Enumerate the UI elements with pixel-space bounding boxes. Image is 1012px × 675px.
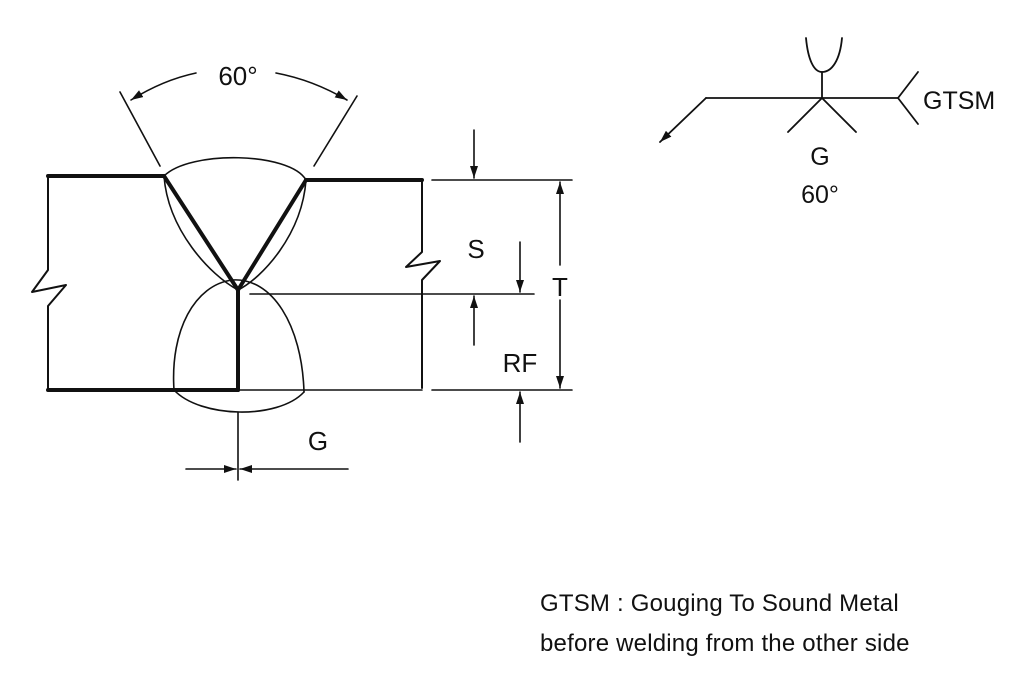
back-weld-gouge-profile [172,279,305,393]
dimension-t-label: T [552,272,568,302]
weld-cross-section [31,72,573,481]
gouge-contour-symbol [805,37,843,73]
welding-symbol [659,37,919,143]
symbol-tail [897,71,919,125]
groove-angle-label: 60° [218,61,257,91]
angle-dimension-arc-left [130,72,197,101]
face-reinforcement [163,156,307,181]
dimension-g-label: G [308,426,328,456]
angle-extension-left [119,91,161,167]
weld-fusion-line-left [163,175,239,291]
v-groove-symbol [787,97,857,133]
angle-dimension-arc-right [275,72,348,101]
groove-left-bevel [162,174,240,292]
right-plate-outline [405,179,441,389]
symbol-arrow-line [659,97,707,143]
symbol-tail-text: GTSM [923,87,995,115]
symbol-gap-label: G [810,143,829,171]
left-plate-outline [31,175,67,391]
dimension-s-label: S [467,234,484,264]
groove-right-bevel [236,178,308,292]
symbol-angle-label: 60° [801,181,839,209]
root-reinforcement [173,389,305,413]
angle-extension-right [313,95,358,167]
dimension-rf-label: RF [503,348,538,378]
weld-fusion-line-right [237,179,307,291]
note-line-2: before welding from the other side [540,630,910,657]
note-line-1: GTSM : Gouging To Sound Metal [540,590,899,617]
